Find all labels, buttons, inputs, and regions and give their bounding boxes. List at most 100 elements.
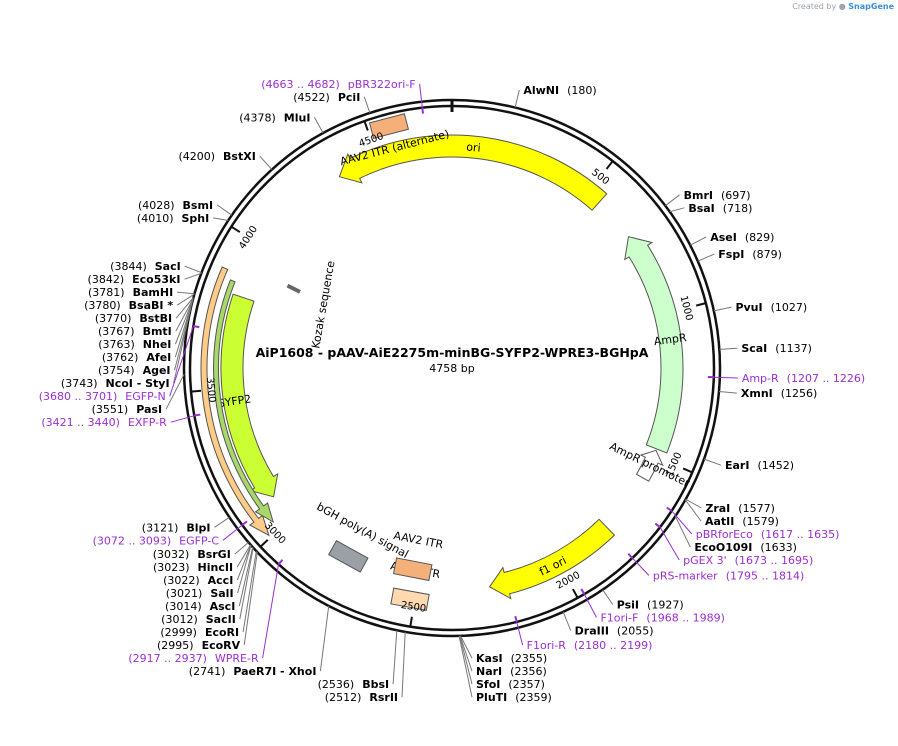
enzyme-sacii-name: SacII [206, 613, 236, 626]
enzyme-bsmi-leader [216, 204, 233, 216]
primer-pbr322ori-f-position: (4663 .. 4682) [261, 78, 340, 91]
primer-amp-r-name: Amp-R [742, 372, 779, 385]
enzyme-sphi-leader [213, 217, 229, 221]
enzyme-bsai-position: (718) [723, 202, 753, 215]
enzyme-eco53ki-position: (3842) [88, 273, 125, 286]
enzyme-sfoi-position: (2357) [508, 678, 545, 691]
enzyme-agei-label: (3754)AgeI [98, 364, 171, 377]
enzyme-pvui-name: PvuI [735, 301, 762, 314]
enzyme-draiii-label: DraIII(2055) [575, 625, 654, 638]
enzyme-ecori-position: (2999) [160, 626, 197, 639]
enzyme-hincii-name: HincII [198, 561, 234, 574]
enzyme-bstbi-leader [175, 297, 194, 319]
snapgene-logo-icon: ● [838, 2, 846, 11]
enzyme-eari-leader [703, 458, 722, 466]
site-label-layer: AlwNI(180)BmrI(697)BsaI(718)AseI(829)Fsp… [39, 78, 866, 704]
enzyme-bstxi-label: (4200)BstXI [178, 150, 255, 163]
primer-wpre-r-label: (2917 .. 2937)WPRE-R [128, 652, 259, 665]
primer-pbr322ori-f-leader [419, 83, 423, 108]
enzyme-blpi-name: BlpI [186, 521, 210, 534]
enzyme-aatii-leader [684, 499, 702, 522]
primer-amp-r-position: (1207 .. 1226) [787, 372, 866, 385]
primer-egfp-n-label: (3680 .. 3701)EGFP-N [39, 390, 166, 403]
enzyme-xmni-label: XmnI(1256) [741, 387, 817, 400]
enzyme-blpi-leader [214, 516, 230, 528]
enzyme-zrai-label: ZraI(1577) [705, 502, 775, 515]
enzyme-alwni-leader [514, 89, 520, 108]
enzyme-ncoi-styi-position: (3743) [61, 377, 98, 390]
enzyme-kasi-label: KasI(2355) [476, 652, 547, 665]
enzyme-bmri-name: BmrI [684, 189, 713, 202]
tick-mark-4000 [230, 225, 241, 233]
enzyme-bsrgi-position: (3032) [153, 548, 190, 561]
enzyme-nari-name: NarI [476, 665, 502, 678]
enzyme-bamhi-name: BamHI [133, 286, 174, 299]
enzyme-asci-label: (3014)AscI [165, 600, 235, 613]
enzyme-eco53ki-label: (3842)Eco53kI [88, 273, 181, 286]
enzyme-bsai-label: BsaI(718) [688, 202, 752, 215]
enzyme-xmni-name: XmnI [741, 387, 773, 400]
enzyme-nari-leader [459, 635, 473, 672]
enzyme-kasi-leader [460, 635, 473, 659]
enzyme-asei-label: AseI (829) [710, 231, 774, 244]
enzyme-acci-leader [236, 544, 252, 581]
enzyme-hincii-position: (3023) [153, 561, 190, 574]
feature-kozak-mark [286, 283, 301, 294]
feature-label-kozak: Kozak sequence [309, 260, 337, 350]
primer-prs-marker-position: (1795 .. 1814) [726, 569, 805, 582]
primer-egfp-n-name: EGFP-N [125, 390, 165, 403]
enzyme-ecorv-name: EcoRV [202, 639, 241, 652]
enzyme-pvui-label: PvuI(1027) [735, 301, 807, 314]
enzyme-agei-position: (3754) [98, 364, 135, 377]
enzyme-bmri-position: (697) [721, 189, 751, 202]
primer-exfp-r-name: EXFP-R [128, 416, 167, 429]
enzyme-asei-name: AseI [710, 231, 737, 244]
tick-mark-2000 [572, 588, 579, 599]
feature-wpre-orf [200, 266, 270, 537]
enzyme-ecori-name: EcoRI [205, 626, 239, 639]
enzyme-ecorv-leader [243, 552, 258, 646]
primer-prs-marker-name: pRS-marker [653, 569, 718, 582]
enzyme-asei-position: (829) [745, 231, 775, 244]
primer-egfp-c-position: (3072 .. 3093) [93, 534, 172, 547]
enzyme-rsrii-leader [401, 631, 406, 698]
enzyme-pluti-position: (2359) [515, 691, 552, 704]
feature-ampr [624, 236, 684, 454]
enzyme-bmri-label: BmrI (697) [684, 189, 751, 202]
enzyme-fspi-label: FspI(879) [718, 248, 782, 261]
enzyme-bamhi-label: (3781)BamHI [88, 286, 173, 299]
feature-label-ampr: AmpR [653, 331, 688, 348]
enzyme-xmni-leader [718, 391, 737, 394]
primer-wpre-r-name: WPRE-R [215, 652, 259, 665]
tick-mark-4500 [363, 120, 369, 131]
enzyme-pasi-label: (3551)PasI [92, 403, 162, 416]
enzyme-pcii-label: (4522)PciI [293, 91, 360, 104]
enzyme-kasi-name: KasI [476, 652, 503, 665]
primer-pgex-3-position: (1673 .. 1695) [735, 554, 814, 567]
enzyme-draiii-position: (2055) [617, 625, 654, 638]
enzyme-sali-name: SalI [210, 587, 233, 600]
enzyme-ecoo109i-name: EcoO109I [694, 541, 752, 554]
enzyme-nhei-name: NheI [143, 338, 172, 351]
enzyme-blpi-position: (3121) [142, 521, 179, 534]
enzyme-bmti-label: (3767)BmtI [98, 325, 172, 338]
enzyme-ecorv-label: (2995) EcoRV [157, 639, 241, 652]
enzyme-sfoi-label: SfoI(2357) [476, 678, 545, 691]
tick-label-2500: 2500 [400, 600, 427, 615]
enzyme-ecorv-position: (2995) [157, 639, 194, 652]
tick-mark-1500 [682, 467, 693, 474]
enzyme-saci-label: (3844)SacI [110, 260, 181, 273]
enzyme-bbsi-leader [392, 630, 398, 685]
primer-pgex-3-mark [654, 522, 661, 528]
primer-amp-r-leader [713, 376, 738, 379]
primer-f1ori-f-leader [583, 593, 597, 618]
enzyme-psii-label: PsiI(1927) [617, 599, 684, 612]
primer-f1ori-f-mark [580, 588, 586, 595]
enzyme-agei-leader [174, 302, 193, 371]
plasmid-length: 4758 bp [429, 362, 474, 375]
enzyme-scai-name: ScaI [741, 342, 767, 355]
enzyme-acci-position: (3022) [163, 574, 200, 587]
enzyme-pluti-leader [458, 635, 473, 698]
enzyme-hincii-label: (3023) HincII [153, 561, 233, 574]
enzyme-pcii-position: (4522) [293, 91, 330, 104]
